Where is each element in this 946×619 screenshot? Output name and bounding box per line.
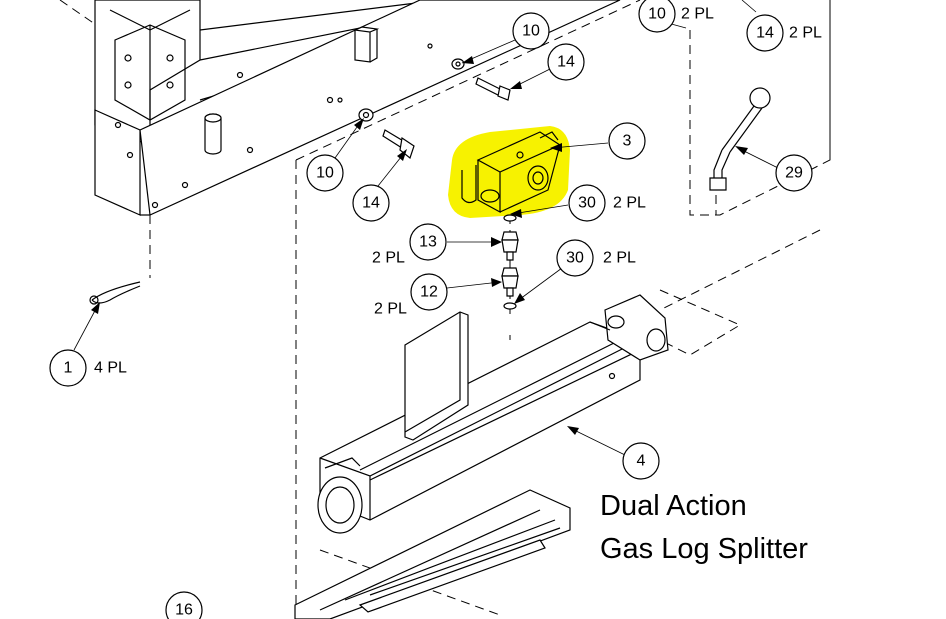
callout-qty: 2 PL xyxy=(372,250,405,267)
callout-number: 14 xyxy=(756,25,774,42)
callout-number: 14 xyxy=(362,195,380,212)
valve-part-3 xyxy=(448,126,570,218)
callout-qty: 2 PL xyxy=(603,250,636,267)
callout-qty: 2 PL xyxy=(789,25,822,42)
cylinder-part-4 xyxy=(317,294,669,534)
callout-13: 13 2 PL xyxy=(372,223,447,267)
callout-14-left: 14 xyxy=(352,184,390,222)
callout-number: 1 xyxy=(64,360,73,377)
hairpin-clip-part-1 xyxy=(89,281,141,305)
callout-30-lower: 30 2 PL xyxy=(556,239,636,277)
callout-number: 16 xyxy=(175,602,193,619)
callout-10-top-right: 10 2 PL xyxy=(638,0,714,33)
callout-16: 16 xyxy=(165,591,203,619)
frame-bracket xyxy=(94,0,621,216)
leader-lines xyxy=(73,0,779,456)
callout-4: 4 xyxy=(622,442,660,480)
handle-part-29 xyxy=(709,87,771,191)
callout-number: 10 xyxy=(522,23,540,40)
callout-number: 10 xyxy=(316,165,334,182)
assembly-dashed-lines xyxy=(59,0,831,619)
callout-number: 13 xyxy=(419,234,437,251)
callout-3: 3 xyxy=(608,122,646,160)
callout-number: 30 xyxy=(566,250,584,267)
callout-1: 1 4 PL xyxy=(49,349,127,387)
callout-qty: 2 PL xyxy=(374,301,407,318)
beam-part-16 xyxy=(294,489,571,619)
callout-29: 29 xyxy=(775,154,813,192)
callout-number: 14 xyxy=(557,54,575,71)
callout-qty: 4 PL xyxy=(94,360,127,377)
callout-number: 4 xyxy=(637,453,646,470)
diagram-title-line-1: Dual Action xyxy=(600,490,747,522)
callout-12: 12 2 PL xyxy=(374,273,448,318)
callout-number: 10 xyxy=(648,6,666,23)
callout-qty: 2 PL xyxy=(681,6,714,23)
callout-14-top-right: 14 2 PL xyxy=(746,14,822,52)
hardware xyxy=(337,43,511,160)
callout-10-upper: 10 xyxy=(512,12,550,50)
fittings xyxy=(501,214,519,310)
callout-number: 29 xyxy=(785,165,803,182)
callout-number: 30 xyxy=(578,195,596,212)
diagram-title-line-2: Gas Log Splitter xyxy=(600,533,808,565)
callout-qty: 2 PL xyxy=(613,195,646,212)
callout-14-upper: 14 xyxy=(547,43,585,81)
callout-number: 12 xyxy=(420,284,438,301)
callout-10-left: 10 xyxy=(306,154,344,192)
callout-30-upper: 30 2 PL xyxy=(568,184,646,222)
callout-number: 3 xyxy=(623,133,632,150)
